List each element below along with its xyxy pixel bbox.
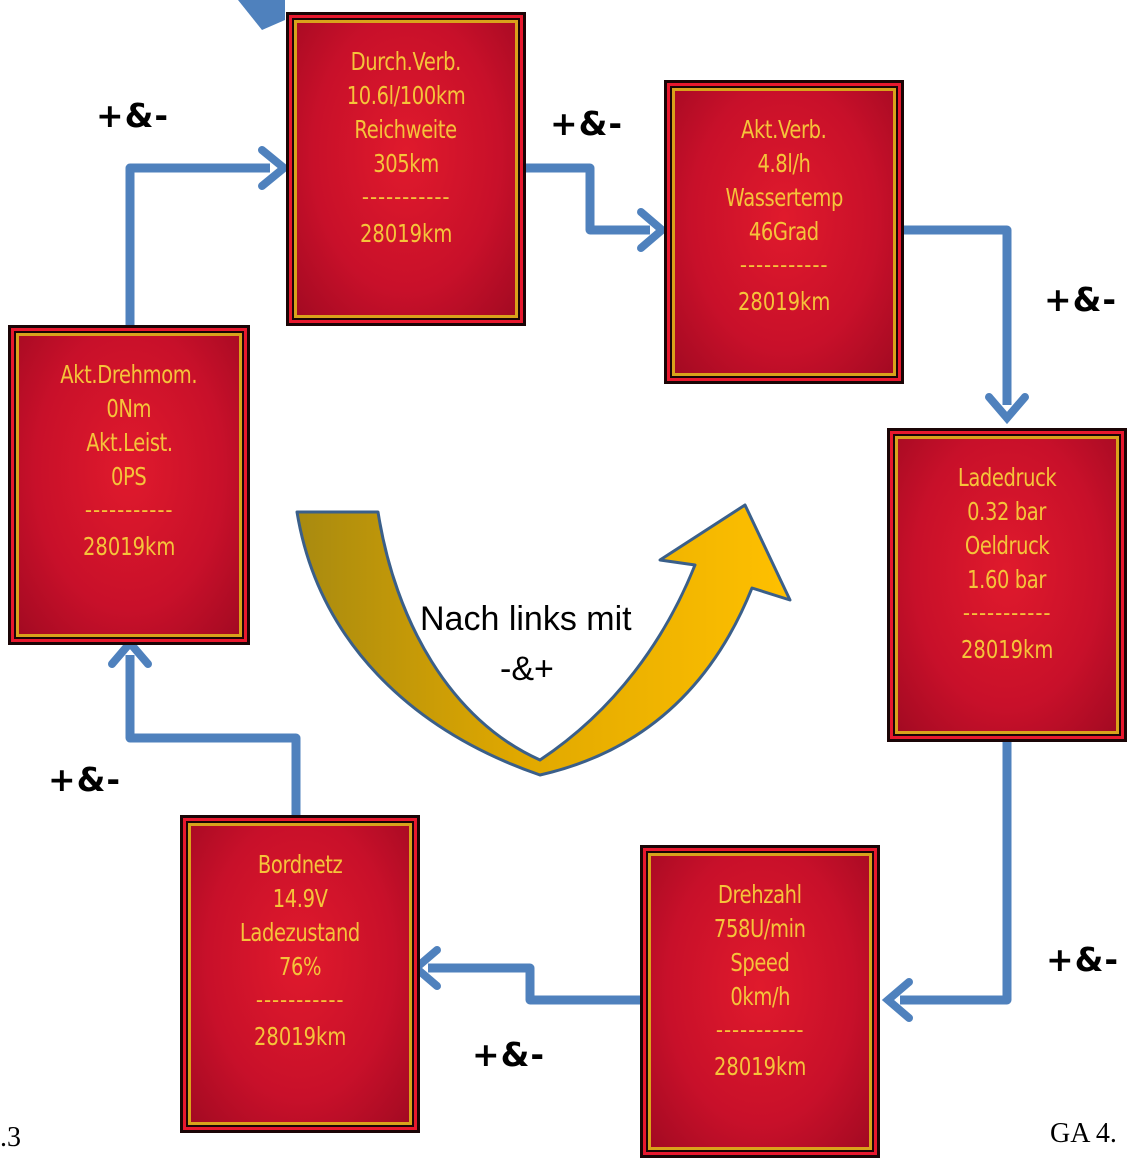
panel-divider: ----------- — [84, 498, 174, 523]
panel-line: 0km/h — [730, 982, 790, 1011]
panel-line: 4.8l/h — [757, 149, 811, 178]
center-caption-line2: -&+ — [500, 650, 554, 688]
panel-divider: ----------- — [739, 253, 829, 278]
step-label: +&- — [1044, 280, 1118, 319]
curved-u-arrow — [295, 503, 792, 777]
flow-arrow-5 — [428, 963, 640, 1005]
display-panel-current-consumption: Akt.Verb. 4.8l/h Wassertemp 46Grad -----… — [664, 80, 904, 384]
display-panel-rpm: Drehzahl 758U/min Speed 0km/h ----------… — [640, 845, 880, 1158]
panel-line: Akt.Leist. — [85, 428, 173, 457]
panel-line: 1.60 bar — [967, 565, 1047, 594]
panel-line: Ladedruck — [957, 463, 1057, 492]
step-label: +&- — [472, 1035, 546, 1074]
slide-number-left: .3 — [0, 1122, 21, 1153]
panel-divider: ----------- — [361, 185, 451, 210]
panel-line: 0Nm — [106, 394, 152, 423]
flow-arrow-4 — [900, 742, 1012, 1005]
step-label: +&- — [550, 104, 624, 143]
step-label: +&- — [96, 96, 170, 135]
panel-line: Speed — [730, 948, 790, 977]
panel-line: Bordnetz — [257, 850, 343, 879]
panel-line: 305km — [373, 149, 439, 178]
panel-divider: ----------- — [255, 988, 345, 1013]
panel-line: Reichweite — [354, 115, 458, 144]
panel-line: Oeldruck — [964, 531, 1050, 560]
panel-line: Durch.Verb. — [350, 47, 462, 76]
display-panel-torque: Akt.Drehmom. 0Nm Akt.Leist. 0PS --------… — [8, 325, 250, 645]
panel-line: Ladezustand — [239, 918, 360, 947]
panel-odometer: 28019km — [359, 219, 453, 248]
panel-line: 0.32 bar — [967, 497, 1047, 526]
panel-line: Drehzahl — [718, 880, 802, 909]
panel-line: Wassertemp — [725, 183, 843, 212]
entry-arrow — [238, 0, 285, 30]
panel-line: 46Grad — [749, 217, 819, 246]
panel-line: 76% — [278, 952, 322, 981]
step-label: +&- — [1046, 940, 1120, 979]
panel-odometer: 28019km — [82, 532, 176, 561]
display-panel-consumption: Durch.Verb. 10.6l/100km Reichweite 305km… — [286, 12, 526, 326]
panel-odometer: 28019km — [960, 635, 1054, 664]
display-panel-boost-pressure: Ladedruck 0.32 bar Oeldruck 1.60 bar ---… — [887, 428, 1127, 742]
panel-odometer: 28019km — [713, 1052, 807, 1081]
panel-line: 758U/min — [714, 914, 806, 943]
center-caption-line1: Nach links mit — [420, 600, 632, 638]
step-label: +&- — [48, 760, 122, 799]
slide-number-right: GA 4. — [1050, 1118, 1117, 1149]
panel-line: 14.9V — [272, 884, 328, 913]
display-panel-battery: Bordnetz 14.9V Ladezustand 76% ---------… — [180, 815, 420, 1133]
flow-arrow-3 — [903, 225, 1012, 405]
panel-divider: ----------- — [715, 1018, 805, 1043]
panel-line: 10.6l/100km — [346, 81, 466, 110]
panel-line: Akt.Drehmom. — [60, 360, 198, 389]
panel-line: Akt.Verb. — [741, 115, 827, 144]
flow-arrow-1 — [125, 163, 270, 330]
panel-line: 0PS — [111, 462, 147, 491]
panel-odometer: 28019km — [253, 1022, 347, 1051]
flow-arrow-6 — [125, 655, 301, 815]
flow-arrow-2 — [526, 163, 650, 235]
panel-odometer: 28019km — [737, 287, 831, 316]
panel-divider: ----------- — [962, 601, 1052, 626]
